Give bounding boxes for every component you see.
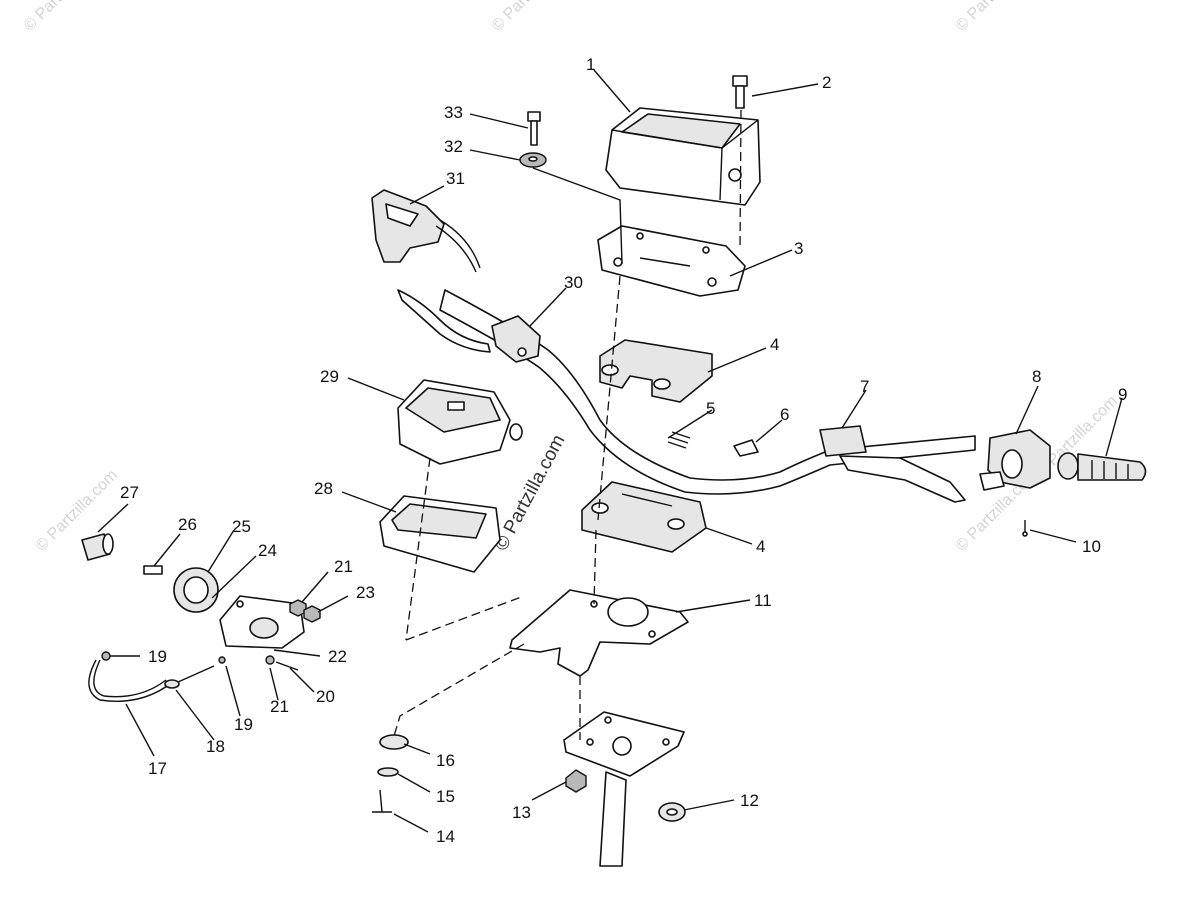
- handlebar: [439, 289, 976, 495]
- clip-6: [733, 439, 759, 457]
- callout-1: 1: [586, 55, 595, 74]
- callout-15: 15: [436, 787, 455, 806]
- upper-cover: [605, 107, 761, 206]
- assembly-lines: [393, 109, 742, 740]
- bracket-11: [509, 589, 689, 677]
- nut-23: [303, 605, 321, 623]
- callout-31: 31: [446, 169, 465, 188]
- gauge-boot-28: [379, 495, 501, 573]
- gauge-29: [397, 379, 523, 465]
- lower-clamp-4: [581, 481, 707, 553]
- callout-labels: 1 2 3 4 4 5 6 7 8 9 10 11 12 13 14 15 16…: [120, 55, 1127, 846]
- callout-28: 28: [314, 479, 333, 498]
- callout-29: 29: [320, 367, 339, 386]
- cable-clamp-12: [658, 802, 686, 822]
- callout-19-left: 19: [148, 647, 167, 666]
- washer-15: [377, 767, 399, 777]
- callout-17: 17: [148, 759, 167, 778]
- callout-24: 24: [258, 541, 277, 560]
- watermark-tile: © Partzilla.com: [953, 0, 1041, 35]
- bushing-16: [379, 734, 409, 750]
- callout-32: 32: [444, 137, 463, 156]
- nut-13: [565, 769, 587, 793]
- upper-clamp-4: [599, 339, 713, 403]
- screw-10: [1022, 520, 1028, 537]
- nut-21-lower: [265, 655, 275, 665]
- throttle-8: [979, 429, 1051, 491]
- cap-27: [81, 533, 114, 561]
- mount-plate-3: [597, 225, 746, 297]
- screw-20: [275, 661, 299, 671]
- ring-25: [173, 567, 219, 613]
- leader-lines: [97, 69, 1123, 833]
- callout-21-lower: 21: [270, 697, 289, 716]
- callout-25: 25: [232, 517, 251, 536]
- callout-23: 23: [356, 583, 375, 602]
- callout-5: 5: [706, 399, 715, 418]
- callout-33: 33: [444, 103, 463, 122]
- callout-6: 6: [780, 405, 789, 424]
- callout-4-lower: 4: [756, 537, 765, 556]
- callout-26: 26: [178, 515, 197, 534]
- lever-housing-7: [819, 425, 966, 503]
- watermark-tile: © Partzilla.com: [489, 0, 577, 35]
- grommet-18: [164, 679, 180, 689]
- callout-9: 9: [1118, 385, 1127, 404]
- callout-30: 30: [564, 273, 583, 292]
- washer-32: [519, 152, 547, 168]
- speedo-housing: [219, 595, 305, 649]
- callout-20: 20: [316, 687, 335, 706]
- callout-2: 2: [822, 73, 831, 92]
- brake-lever-31: [371, 189, 491, 353]
- callout-22: 22: [328, 647, 347, 666]
- cable-17: [88, 659, 171, 702]
- callout-8: 8: [1032, 367, 1041, 386]
- callout-12: 12: [740, 791, 759, 810]
- callout-7: 7: [860, 377, 869, 396]
- steering-post: [563, 711, 685, 867]
- callout-16: 16: [436, 751, 455, 770]
- callout-10: 10: [1082, 537, 1101, 556]
- callout-14: 14: [436, 827, 455, 846]
- grip-9: [1057, 452, 1147, 481]
- callout-11: 11: [754, 591, 772, 610]
- bolt-2: [732, 75, 748, 109]
- shaft-24: [177, 665, 215, 683]
- callout-21-upper: 21: [334, 557, 353, 576]
- clip-19: [101, 651, 226, 664]
- callout-13: 13: [512, 803, 531, 822]
- callout-18: 18: [206, 737, 225, 756]
- clamp-30: [491, 315, 541, 363]
- bolt-33: [527, 111, 541, 146]
- pin-14: [372, 789, 392, 813]
- callout-4-upper: 4: [770, 335, 779, 354]
- callout-3: 3: [794, 239, 803, 258]
- callout-19-lower: 19: [234, 715, 253, 734]
- watermark-center: © Partzilla.com: [491, 431, 570, 554]
- watermark-tile: © Partzilla.com: [21, 0, 109, 35]
- callout-27: 27: [120, 483, 139, 502]
- stud-26: [143, 565, 163, 575]
